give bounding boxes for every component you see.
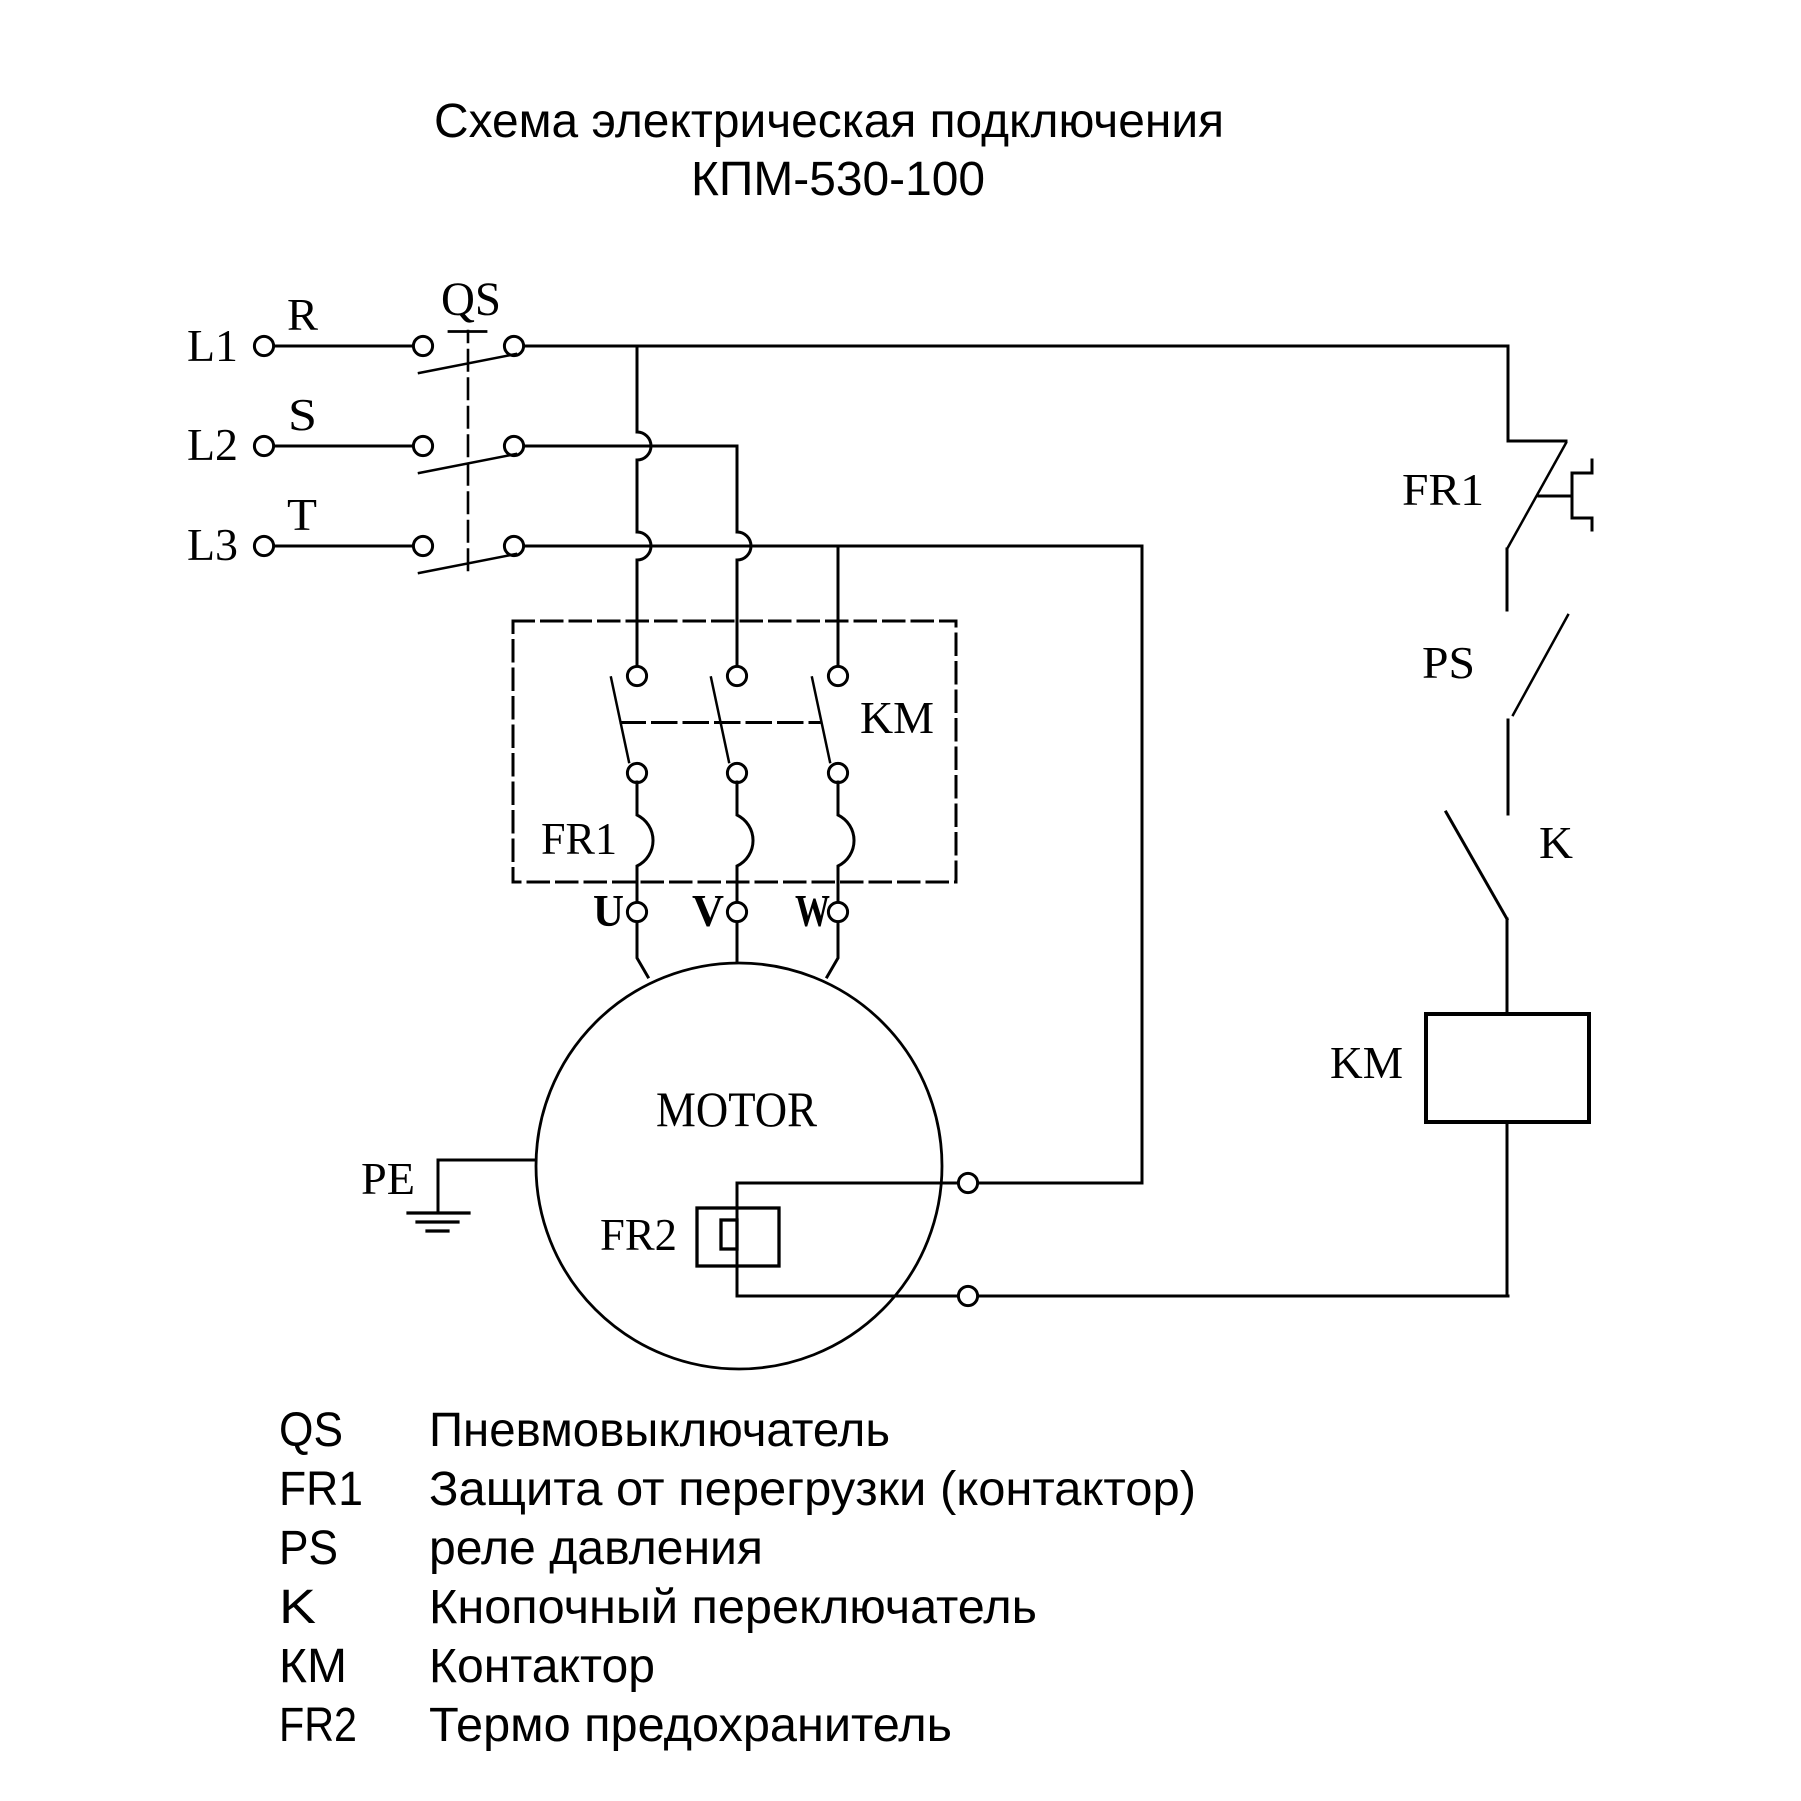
svg-text:PS: PS <box>279 1522 338 1575</box>
svg-text:KM: KM <box>1330 1037 1403 1088</box>
svg-text:FR1: FR1 <box>279 1463 363 1516</box>
svg-text:QS: QS <box>441 273 501 326</box>
svg-text:Пневмовыключатель: Пневмовыключатель <box>429 1404 890 1457</box>
svg-text:W: W <box>795 885 830 936</box>
svg-text:S: S <box>288 389 317 440</box>
svg-text:QS: QS <box>279 1404 343 1457</box>
svg-text:FR1: FR1 <box>1402 464 1484 515</box>
svg-text:V: V <box>692 885 724 936</box>
svg-text:реле давления: реле давления <box>429 1522 763 1575</box>
svg-text:FR1: FR1 <box>541 813 617 864</box>
svg-text:Термо предохранитель: Термо предохранитель <box>429 1699 952 1752</box>
svg-text:K: K <box>279 1581 316 1634</box>
svg-text:U: U <box>593 885 624 936</box>
svg-text:L1: L1 <box>187 320 238 371</box>
svg-text:MOTOR: MOTOR <box>656 1081 818 1137</box>
svg-text:КМ: КМ <box>279 1640 347 1693</box>
svg-text:Кнопочный переключатель: Кнопочный переключатель <box>429 1581 1037 1634</box>
svg-text:L3: L3 <box>187 519 238 570</box>
svg-text:Защита от перегрузки (контакто: Защита от перегрузки (контактор) <box>429 1463 1196 1516</box>
svg-text:T: T <box>287 489 317 540</box>
svg-text:PE: PE <box>361 1153 415 1204</box>
svg-text:FR2: FR2 <box>600 1209 677 1260</box>
svg-text:K: K <box>1539 817 1573 868</box>
svg-text:КПМ-530-100: КПМ-530-100 <box>691 153 985 206</box>
svg-text:KM: KM <box>860 692 934 743</box>
svg-text:FR2: FR2 <box>279 1699 357 1752</box>
svg-text:Схема электрическая подключени: Схема электрическая подключения <box>434 95 1224 148</box>
svg-text:PS: PS <box>1422 637 1475 688</box>
svg-text:Контактор: Контактор <box>429 1640 655 1693</box>
svg-text:L2: L2 <box>187 419 238 470</box>
svg-text:R: R <box>287 289 318 340</box>
